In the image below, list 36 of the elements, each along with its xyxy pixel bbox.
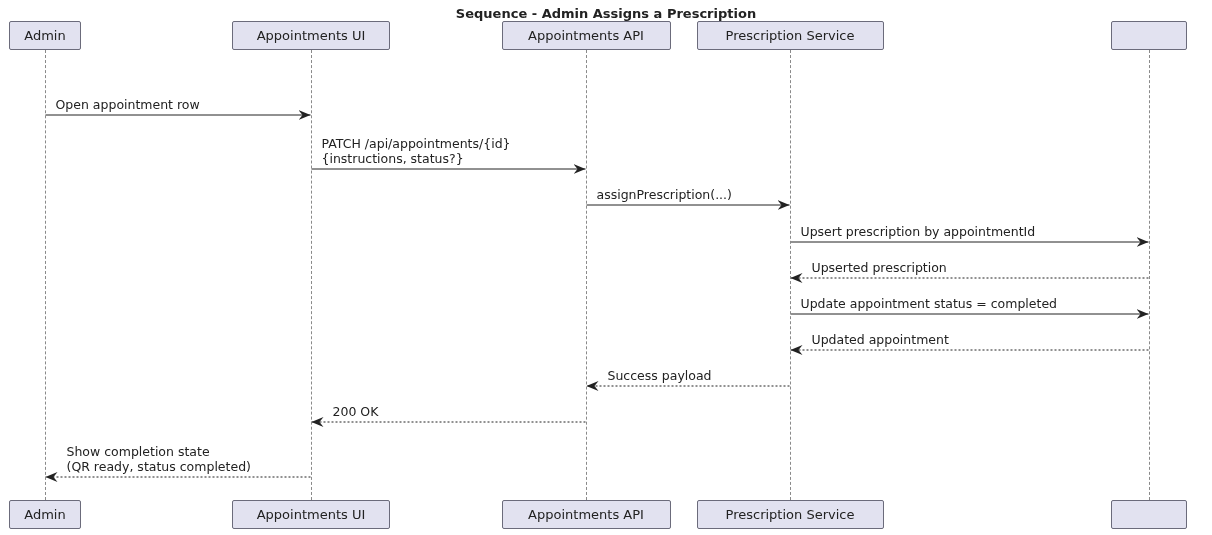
message-arrow [311,164,586,174]
lifeline [44,50,46,500]
return-arrow [790,345,1149,355]
participant-box: Admin [9,500,81,529]
participant-box: Prescription Service [696,21,884,50]
diagram-title: Sequence - Admin Assigns a Prescription [454,6,758,21]
message-label: PATCH /api/appointments/{id} {instructions, status?} [320,136,512,166]
message-arrow [586,200,790,210]
message-label: 200 OK [331,404,380,419]
participant-box: Appointments UI [232,21,390,50]
participant-box: Appointments UI [232,500,390,529]
participant-box: Appointments API [501,21,671,50]
return-arrow [45,472,311,482]
message-label: Update appointment status = completed [799,296,1059,311]
return-arrow [586,381,790,391]
message-label: Upsert prescription by appointmentId [799,224,1037,239]
message-label: assignPrescription(...) [595,187,733,202]
message-label: Updated appointment [810,332,950,347]
participant-box: Prescription Service [696,500,884,529]
return-arrow [311,417,586,427]
lifeline [310,50,312,500]
lifeline [585,50,587,500]
participant-box [1111,21,1187,50]
lifeline [789,50,791,500]
message-label: Open appointment row [54,97,201,112]
message-label: Show completion state (QR ready, status completed) [65,444,252,474]
participant-box: Admin [9,21,81,50]
message-arrow [790,237,1149,247]
message-label: Success payload [606,368,713,383]
message-arrow [45,110,311,120]
message-arrow [790,309,1149,319]
message-label: Upserted prescription [810,260,948,275]
participant-box: Appointments API [501,500,671,529]
lifeline [1148,50,1150,500]
participant-box [1111,500,1187,529]
return-arrow [790,273,1149,283]
